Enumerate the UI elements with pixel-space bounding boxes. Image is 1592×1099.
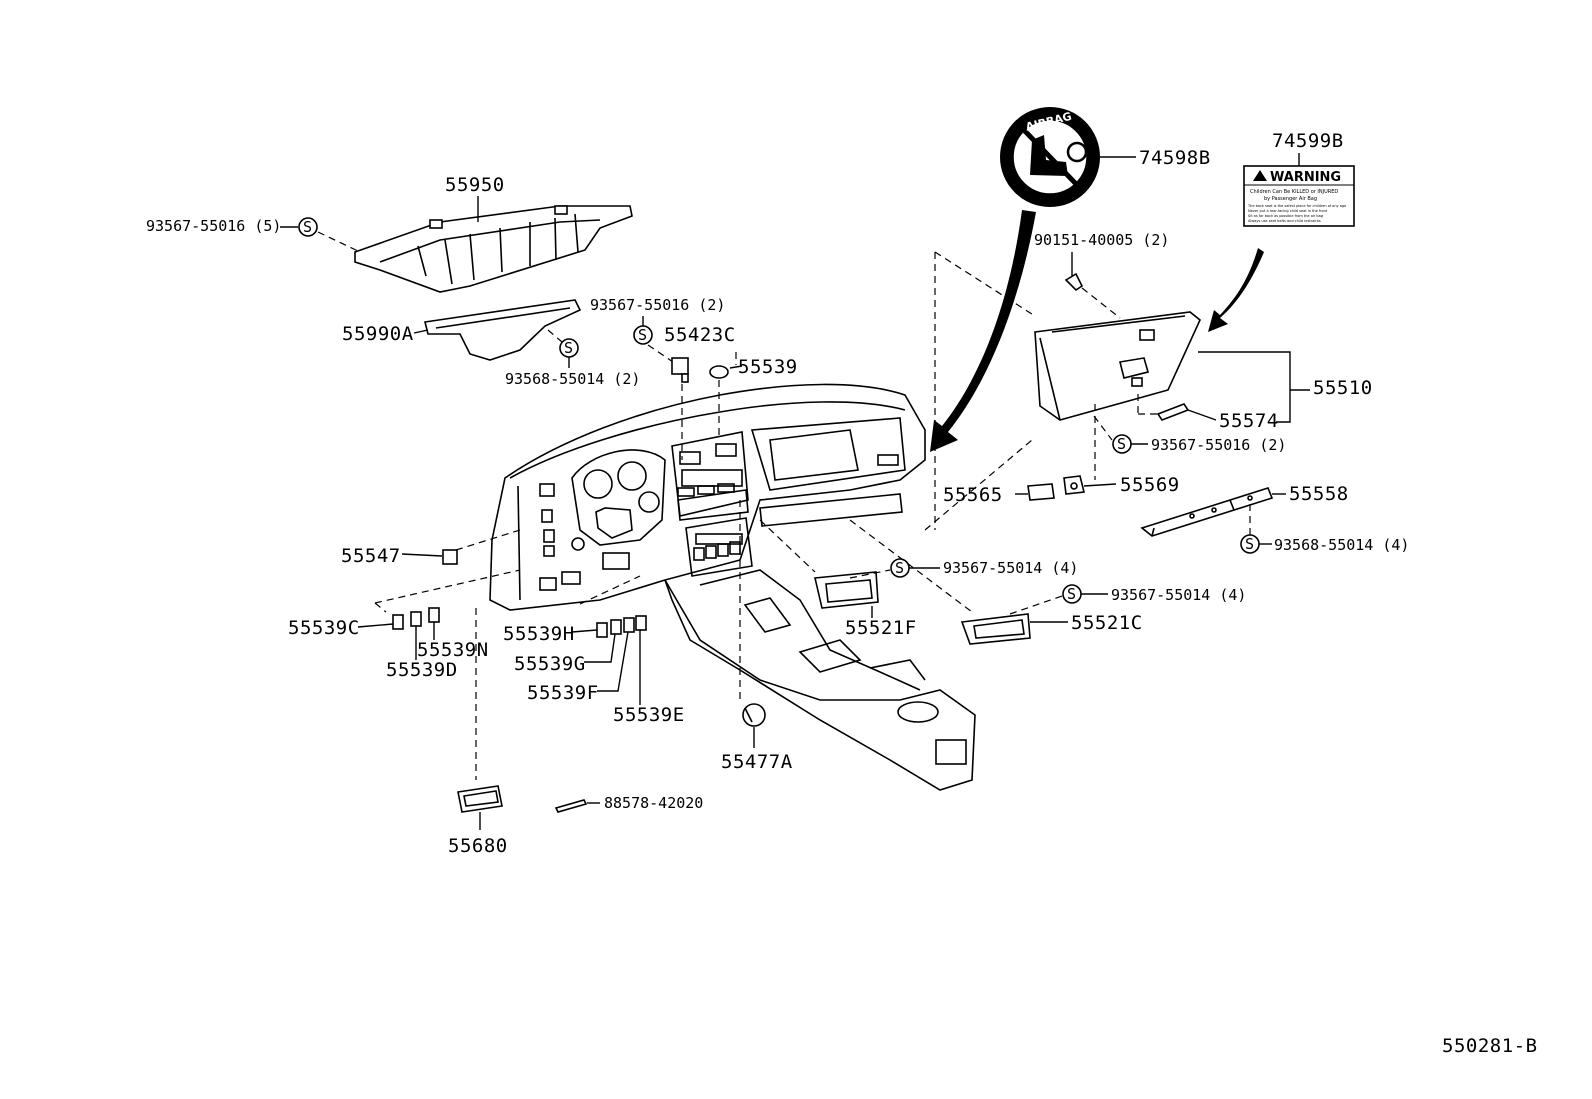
label-55521F: 55521F (845, 617, 917, 639)
warning-label-sticker: WARNING Children Can Be KILLED or INJURE… (1243, 165, 1355, 227)
label-55680: 55680 (448, 835, 508, 857)
arrow-icon (930, 210, 1036, 452)
label-55539G: 55539G (514, 653, 586, 675)
trim-strip-55990A (424, 299, 582, 361)
clip-55539F (623, 617, 635, 633)
label-93568-55014-4: 93568-55014 (4) (1274, 536, 1409, 554)
label-88578-42020: 88578-42020 (604, 794, 703, 812)
svg-text:Children Can Be KILLED or INJU: Children Can Be KILLED or INJURED (1250, 189, 1338, 195)
clip-55539D (410, 611, 422, 627)
upper-panel-55950 (354, 205, 633, 293)
standard-part-symbol-icon (633, 325, 653, 345)
clip-55539G (610, 619, 622, 635)
pocket-55521F (814, 571, 879, 609)
label-93567-55016-2b: 93567-55016 (2) (1151, 436, 1286, 454)
label-93567-55014-4a: 93567-55014 (4) (943, 559, 1078, 577)
svg-text:Sit as far back as possible fr: Sit as far back as possible from the air… (1248, 214, 1323, 218)
label-55539F: 55539F (527, 682, 599, 704)
switch-55423C (671, 357, 689, 375)
label-93567-55016-5: 93567-55016 (5) (146, 217, 281, 235)
label-93567-55016-2a: 93567-55016 (2) (590, 296, 725, 314)
label-55565: 55565 (943, 484, 1003, 506)
clip-55539 (709, 365, 729, 379)
label-55558: 55558 (1289, 483, 1349, 505)
svg-text:S: S (303, 218, 312, 236)
standard-part-symbol-icon (298, 217, 318, 237)
clip-55539N (428, 607, 440, 623)
label-55539: 55539 (738, 356, 798, 378)
svg-text:S: S (1117, 435, 1126, 453)
arrow-icon (1208, 248, 1264, 332)
label-55539D: 55539D (386, 659, 458, 681)
label-55574: 55574 (1219, 410, 1279, 432)
clip-55539E (635, 615, 647, 631)
label-93567-55014-4b: 93567-55014 (4) (1111, 586, 1246, 604)
label-55539E: 55539E (613, 704, 685, 726)
bracket-55558 (1140, 487, 1274, 537)
label-55423C: 55423C (664, 324, 736, 346)
svg-text:S: S (1067, 585, 1076, 603)
label-55539H: 55539H (503, 623, 575, 645)
airbag-off-badge: AIRBAG (1000, 107, 1100, 207)
svg-text:Never put a rear-facing child: Never put a rear-facing child seat in th… (1248, 209, 1328, 213)
label-55569: 55569 (1120, 474, 1180, 496)
pin-55574 (1156, 403, 1190, 421)
clip-55539H (596, 622, 608, 638)
warning-title: WARNING (1270, 170, 1341, 185)
clip-55547 (442, 549, 458, 565)
diagram-id: 550281-B (1442, 1035, 1538, 1057)
latch-55569 (1063, 475, 1085, 495)
label-55521C: 55521C (1071, 612, 1143, 634)
label-55539N: 55539N (417, 639, 489, 661)
svg-text:The back seat is the safest pl: The back seat is the safest place for ch… (1247, 204, 1346, 208)
label-55990A: 55990A (342, 323, 414, 345)
label-55477A: 55477A (721, 751, 793, 773)
label-55539C: 55539C (288, 617, 360, 639)
pocket-55521C (960, 613, 1031, 645)
svg-text:S: S (895, 559, 904, 577)
label-55510: 55510 (1313, 377, 1373, 399)
svg-text:Always use seat belts and chil: Always use seat belts and child restrain… (1248, 219, 1321, 223)
cover-55565 (1027, 483, 1055, 501)
tube-88578-42020 (554, 799, 588, 813)
clip-55539C (392, 614, 404, 630)
label-93568-55014-2: 93568-55014 (2) (505, 370, 640, 388)
glove-box-55510 (1034, 311, 1201, 421)
label-55547: 55547 (341, 545, 401, 567)
label-55950: 55950 (445, 174, 505, 196)
label-90151-40005-2: 90151-40005 (2) (1034, 231, 1169, 249)
screw-90151-40005 (1064, 272, 1084, 292)
warning-triangle-icon (1253, 170, 1267, 181)
knob-55477A (742, 703, 766, 727)
instrument-panel (489, 383, 976, 791)
svg-text:S: S (1245, 535, 1254, 553)
svg-text:S: S (638, 326, 647, 344)
label-74598B: 74598B (1139, 147, 1211, 169)
label-74599B: 74599B (1272, 130, 1344, 152)
svg-text:by Passenger Air Bag: by Passenger Air Bag (1264, 196, 1317, 202)
svg-text:S: S (564, 339, 573, 357)
